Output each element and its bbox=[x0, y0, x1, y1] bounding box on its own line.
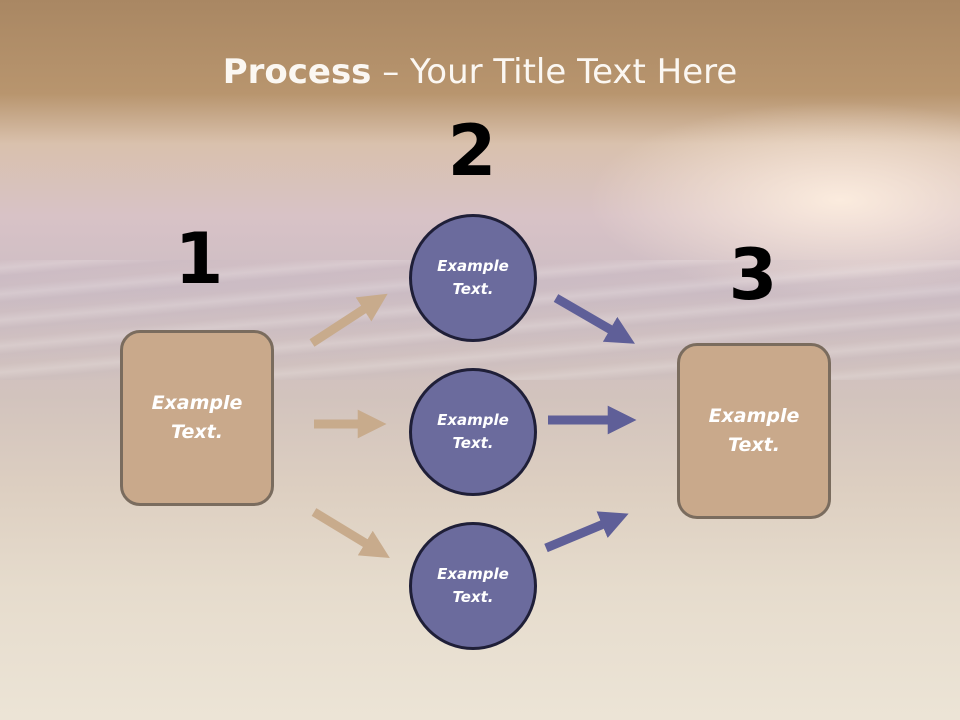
circle-middle-line2: Text. bbox=[452, 434, 494, 452]
arrow-top-to-right bbox=[553, 294, 635, 344]
arrow-left-to-bottom bbox=[311, 508, 390, 558]
circle-top-line1: Example bbox=[437, 257, 509, 275]
step-3-line1: Example bbox=[708, 405, 800, 427]
step-number-1: 1 bbox=[174, 218, 224, 300]
slide-title: Process – Your Title Text Here bbox=[0, 52, 960, 92]
step-1-line1: Example bbox=[151, 392, 243, 414]
step-3-line2: Text. bbox=[728, 434, 780, 456]
circle-bottom-line2: Text. bbox=[452, 588, 494, 606]
arrow-left-to-top bbox=[309, 293, 388, 347]
step-1-line2: Text. bbox=[171, 421, 223, 443]
title-rest: – Your Title Text Here bbox=[371, 52, 738, 92]
step-number-2: 2 bbox=[447, 110, 497, 192]
circle-bottom-line1: Example bbox=[437, 565, 509, 583]
circle-middle-line1: Example bbox=[437, 411, 509, 429]
title-bold: Process bbox=[222, 52, 372, 92]
step-number-3: 3 bbox=[728, 234, 778, 316]
arrow-bottom-to-right bbox=[544, 511, 629, 553]
circle-top-line2: Text. bbox=[452, 280, 494, 298]
